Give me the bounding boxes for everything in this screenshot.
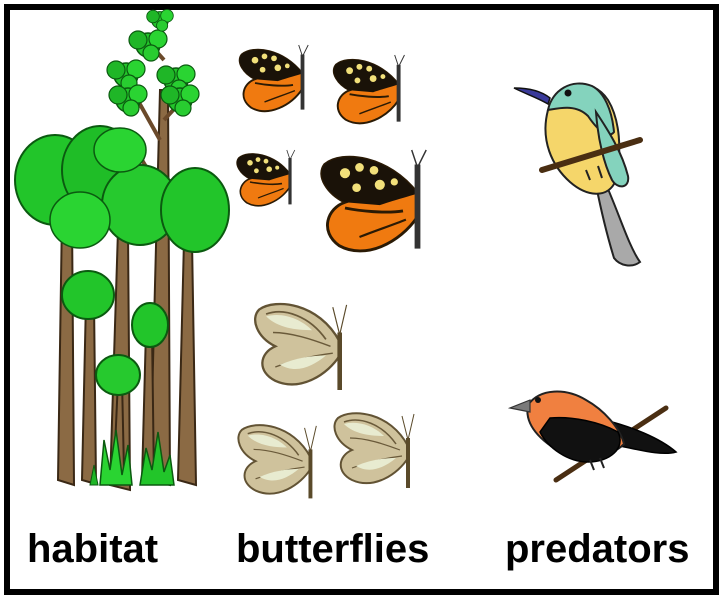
clearwing-butterfly-icon-1 (255, 304, 346, 390)
predators-label: predators (505, 529, 690, 569)
orange-butterfly-icon-2 (334, 55, 405, 123)
orange-butterfly-icon-1 (240, 45, 308, 111)
rainforest-trees-icon (15, 10, 229, 491)
clearwing-butterfly-icon-2 (238, 425, 316, 498)
perched-bird-icon (514, 83, 640, 265)
habitat-label: habitat (27, 529, 158, 569)
orange-butterfly-icon-4 (322, 150, 426, 251)
perched-tanager-icon (510, 392, 676, 480)
orange-butterfly-icon-3 (237, 150, 295, 206)
clearwing-butterfly-icon-3 (334, 413, 414, 488)
butterflies-label: butterflies (236, 529, 429, 569)
